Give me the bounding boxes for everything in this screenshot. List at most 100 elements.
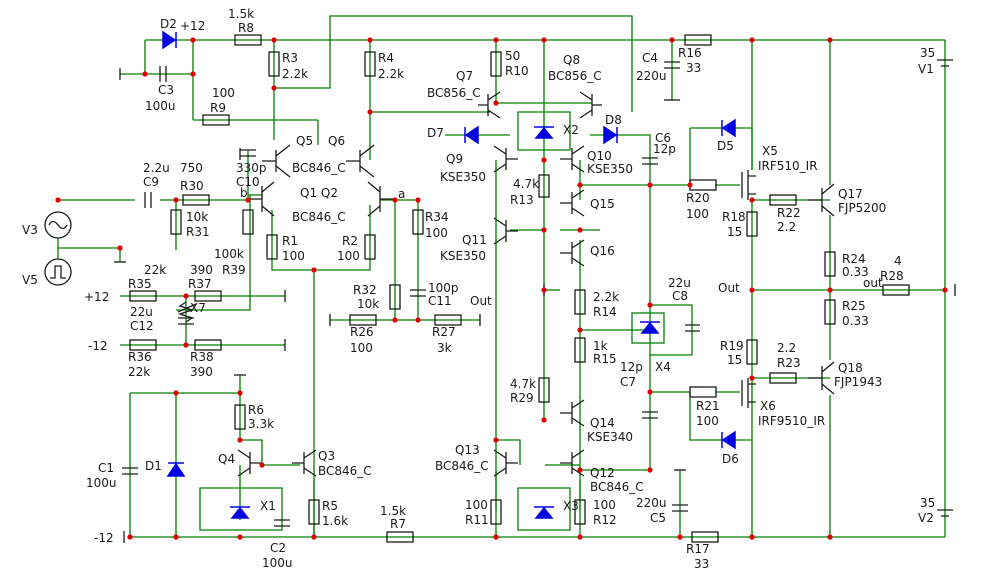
junction-dot — [237, 534, 243, 540]
zener-X4 — [631, 312, 665, 344]
label-D2: D2 — [160, 17, 177, 31]
label-C8: C8 — [672, 289, 688, 303]
junction-dot — [749, 287, 755, 293]
resistor-R3 — [268, 51, 280, 77]
transistor-Q16 — [560, 239, 585, 267]
label-plus12-bias: +12 — [84, 290, 109, 304]
junction-dot — [577, 227, 583, 233]
label-R39-value: 100k — [214, 247, 244, 261]
label-R17: R17 — [686, 542, 710, 556]
label-Q12-type: BC846_C — [590, 480, 644, 494]
label-R15-value: 1k — [593, 339, 608, 353]
junction-dot — [183, 293, 189, 299]
label-R5: R5 — [322, 499, 338, 513]
transistor-Q7 — [478, 91, 501, 119]
junction-dot — [493, 100, 499, 106]
label-V5: V5 — [22, 273, 38, 287]
junction-dot — [687, 182, 693, 188]
label-R10: R10 — [505, 64, 529, 78]
label-Q10: Q10 — [587, 149, 612, 163]
junction-dot — [493, 534, 499, 540]
label-R19: R19 — [720, 339, 744, 353]
capacitor-C1 — [122, 467, 138, 475]
transistor-Q8 — [579, 91, 602, 119]
label-C5: C5 — [650, 511, 666, 525]
label-Q13: Q13 — [455, 443, 480, 457]
junction-dot — [541, 417, 547, 423]
label-C8-value: 22u — [668, 276, 691, 290]
junction-dot — [577, 534, 583, 540]
label-R2: R2 — [342, 234, 358, 248]
label-D7: D7 — [427, 126, 444, 140]
battery-V1 — [937, 59, 953, 67]
label-Q3-type: BC846_C — [318, 464, 372, 478]
resistor-R31 — [170, 209, 182, 235]
label-R16: R16 — [678, 46, 702, 60]
junction-dot — [173, 197, 179, 203]
resistor-R5 — [308, 499, 320, 525]
label-R1-value: 100 — [282, 249, 305, 263]
label-D8: D8 — [605, 113, 622, 127]
label-D1: D1 — [145, 459, 162, 473]
label-R16-value: 33 — [686, 61, 701, 75]
junction-dot — [577, 182, 583, 188]
label-Q18: Q18 — [838, 361, 863, 375]
label-Q1Q2-type: BC846_C — [292, 210, 346, 224]
junction-dot — [271, 85, 277, 91]
label-R29-value: 4.7k — [510, 377, 536, 391]
capacitor-C11 — [410, 289, 426, 297]
label-R24: R24 — [842, 252, 866, 266]
junction-dot — [367, 109, 373, 115]
junction-dot — [541, 287, 547, 293]
diode-D7 — [464, 125, 479, 145]
resistor-R24 — [824, 251, 836, 277]
label-V1: V1 — [918, 62, 934, 76]
label-R30-value: 750 — [180, 161, 203, 175]
label-X7: X7 — [190, 301, 206, 315]
junction-dot — [577, 467, 583, 473]
junction-dot — [647, 302, 653, 308]
label-R21: R21 — [696, 399, 720, 413]
label-R4: R4 — [378, 51, 394, 65]
label-node-b: b — [240, 186, 248, 200]
resistor-R1 — [266, 234, 278, 260]
label-node-a: a — [398, 187, 405, 201]
junction-dot — [749, 375, 755, 381]
junction-dot — [392, 317, 398, 323]
label-R35: R35 — [128, 277, 152, 291]
label-R27: R27 — [432, 325, 456, 339]
junction-dot — [183, 342, 189, 348]
label-R38: R38 — [190, 350, 214, 364]
junction-dot — [669, 37, 675, 43]
label-R34-value: 100 — [425, 226, 448, 240]
transistor-Q11 — [493, 217, 518, 245]
label-R8-value: 1.5k — [228, 7, 254, 21]
label-X5: X5 — [762, 144, 778, 158]
resistor-R25 — [824, 299, 836, 325]
resistor-R38 — [194, 339, 222, 351]
label-C7: C7 — [620, 375, 636, 389]
junction-dot — [942, 287, 948, 293]
label-X2: X2 — [563, 123, 579, 137]
label-R15: R15 — [593, 352, 617, 366]
label-R28: R28 — [880, 269, 904, 283]
label-Q13-type: BC846_C — [435, 459, 489, 473]
label-R31-value: 10k — [186, 210, 208, 224]
diode-D6 — [721, 430, 736, 450]
label-Q7-type: BC856_C — [427, 86, 481, 100]
label-Q17-type: FJP5200 — [838, 201, 886, 215]
junction-dot — [367, 37, 373, 43]
label-X1: X1 — [260, 499, 276, 513]
label-R3-value: 2.2k — [282, 67, 308, 81]
junction-dot — [173, 534, 179, 540]
zener-X3 — [534, 506, 554, 519]
label-C12-value: 22u — [130, 305, 153, 319]
label-C12: C12 — [130, 319, 154, 333]
label-plus12-top: +12 — [180, 19, 205, 33]
label-D6: D6 — [722, 452, 739, 466]
transistor-Q3 — [292, 449, 317, 477]
label-R25-value: 0.33 — [842, 314, 869, 328]
label-R28-value: 4 — [894, 254, 902, 268]
junction-dot — [577, 327, 583, 333]
junction-dot — [392, 197, 398, 203]
